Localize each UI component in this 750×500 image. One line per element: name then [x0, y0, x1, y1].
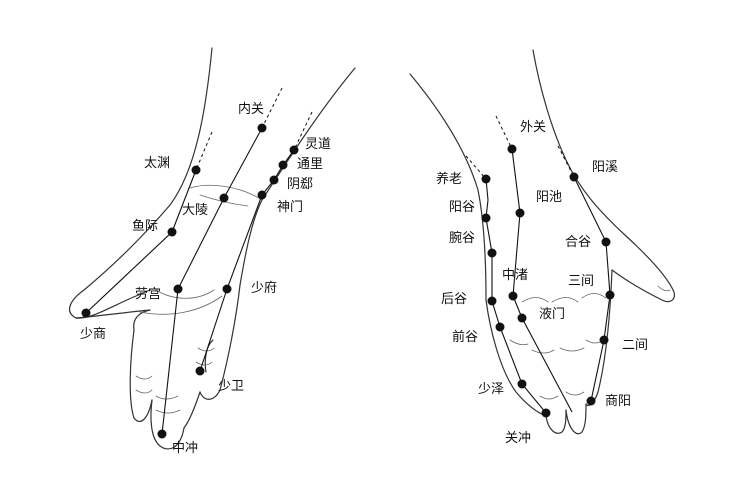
point-shaoze: [517, 379, 527, 389]
left-hand: 内关 灵道 通里 阴郄 神门 太渊 大陵 鱼际 劳宫 少府 少商 少卫 中冲: [68, 47, 356, 456]
point-lingdao: [289, 145, 299, 155]
point-yanggu: [481, 213, 491, 223]
right-hand: 外关 阳溪 养老 阳谷 腕谷 阳池 合谷 中渚 三间 后谷 液门 前谷 二间 少…: [409, 49, 675, 446]
label-erjian: 二间: [622, 338, 648, 353]
label-yuji: 鱼际: [132, 218, 158, 234]
point-yangxi: [569, 172, 579, 182]
point-waiguan: [507, 144, 517, 154]
point-yangchi: [515, 208, 525, 218]
point-daling: [219, 193, 229, 203]
point-guanchong: [541, 408, 551, 418]
label-hougu: 后谷: [441, 292, 467, 307]
left-meridian-lines: [85, 87, 313, 435]
label-zhongchong: 中冲: [172, 441, 198, 456]
point-zhongzhu: [508, 291, 518, 301]
point-yanglao: [481, 174, 491, 184]
label-shaochong: 少卫: [218, 379, 244, 394]
point-tongli: [278, 160, 288, 170]
point-shaoshang: [81, 308, 91, 318]
label-shenmen: 神门: [277, 200, 303, 215]
label-shaoze: 少泽: [478, 382, 504, 397]
label-yinxi: 阴郄: [287, 177, 313, 192]
label-tongli: 通里: [297, 157, 323, 172]
point-yinxi: [269, 175, 279, 185]
point-yemen: [517, 313, 527, 323]
label-yanglao: 养老: [436, 171, 462, 187]
label-guanchong: 关冲: [505, 431, 531, 446]
label-waiguan: 外关: [520, 120, 546, 135]
point-zhongchong: [157, 429, 167, 439]
label-sanjian: 三间: [568, 274, 594, 289]
left-hand-outline: [68, 47, 356, 450]
right-hand-outline: [409, 49, 675, 435]
point-neiguan: [257, 123, 267, 133]
label-shaofu: 少府: [251, 281, 277, 296]
label-yangxi: 阳溪: [592, 160, 618, 175]
point-erjian: [599, 335, 609, 345]
label-neiguan: 内关: [238, 101, 264, 117]
point-shangyang: [586, 396, 596, 406]
label-yemen: 液门: [539, 307, 565, 322]
point-shaofu: [222, 284, 232, 294]
right-meridian-lines: [465, 115, 611, 414]
point-qiangu: [495, 322, 505, 332]
point-shenmen: [257, 190, 267, 200]
label-lingdao: 灵道: [305, 137, 331, 152]
label-yanggu: 阳谷: [449, 200, 475, 215]
label-zhongzhu: 中渚: [502, 268, 528, 283]
label-laogong: 劳宫: [135, 286, 161, 302]
label-daling: 大陵: [182, 203, 208, 218]
point-shaochong: [195, 366, 205, 376]
label-yangchi: 阳池: [536, 190, 562, 205]
right-labels: 外关 阳溪 养老 阳谷 腕谷 阳池 合谷 中渚 三间 后谷 液门 前谷 二间 少…: [436, 120, 648, 446]
point-hegu: [601, 237, 611, 247]
label-wangu: 腕谷: [449, 230, 475, 246]
point-wangu: [487, 248, 497, 258]
point-taiyuan: [191, 165, 201, 175]
left-acupoints: [81, 123, 299, 439]
right-acupoints: [481, 144, 615, 418]
point-hougu: [487, 296, 497, 306]
left-labels: 内关 灵道 通里 阴郄 神门 太渊 大陵 鱼际 劳宫 少府 少商 少卫 中冲: [80, 101, 331, 456]
label-shaoshang: 少商: [80, 327, 106, 342]
point-sanjian: [605, 290, 615, 300]
label-hegu: 合谷: [565, 235, 591, 250]
point-yuji: [167, 227, 177, 237]
point-laogong: [173, 284, 183, 294]
label-taiyuan: 太渊: [144, 156, 170, 171]
label-shangyang: 商阳: [605, 394, 631, 409]
label-qiangu: 前谷: [452, 329, 478, 345]
